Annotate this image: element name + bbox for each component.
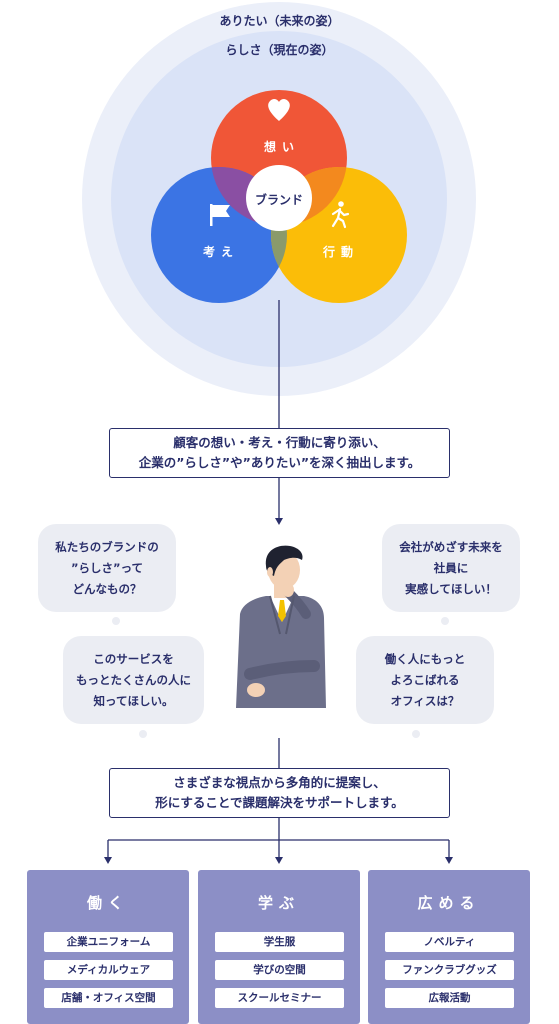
circle-right-label: 行動 bbox=[322, 245, 359, 259]
brand-label: ブランド bbox=[254, 193, 303, 207]
bubble-line: どんなもの？ bbox=[72, 581, 142, 596]
bubble-dot bbox=[441, 617, 449, 625]
step1-message: 顧客の想い・考え・行動に寄り添い、 企業の”らしさ”や”ありたい”を深く抽出しま… bbox=[109, 428, 450, 478]
heart-icon bbox=[268, 99, 290, 121]
bubble-line: 会社がめざす未来を bbox=[399, 539, 503, 554]
bubble-line: 実感してほしい！ bbox=[405, 581, 497, 596]
card-title: 働く bbox=[86, 894, 129, 912]
card-item: メディカルウェア bbox=[44, 960, 173, 980]
bubble-line: オフィスは？ bbox=[390, 693, 460, 708]
outer-ring-label: ありたい（未来の姿） bbox=[219, 14, 340, 28]
bubble-dot bbox=[139, 730, 147, 738]
arrow-down-4 bbox=[445, 857, 453, 864]
thinking-person-illustration bbox=[236, 545, 326, 708]
inner-ring-label: らしさ（現在の姿） bbox=[225, 43, 334, 57]
bubble-line: ”らしさ”って bbox=[70, 560, 144, 575]
arrow-down-2 bbox=[104, 857, 112, 864]
bubble-top-right: 会社がめざす未来を 社員に 実感してほしい！ bbox=[382, 524, 520, 612]
bubble-line: よろこばれる bbox=[390, 672, 460, 687]
card-work: 働く 企業ユニフォーム メディカルウェア 店舗・オフィス空間 bbox=[27, 870, 189, 1024]
venn-diagram bbox=[151, 90, 407, 303]
bubble-line: 私たちのブランドの bbox=[55, 539, 159, 554]
card-item: 店舗・オフィス空間 bbox=[44, 988, 173, 1008]
card-item: スクールセミナー bbox=[215, 988, 344, 1008]
step1-line-1: 顧客の想い・考え・行動に寄り添い、 bbox=[173, 435, 386, 450]
card-item: 学びの空間 bbox=[215, 960, 344, 980]
card-spread: 広める ノベルティ ファンクラブグッズ 広報活動 bbox=[368, 870, 530, 1024]
step2-line-1: さまざまな視点から多角的に提案し、 bbox=[173, 775, 386, 790]
bubble-line: もっとたくさんの人に bbox=[76, 672, 191, 687]
bubble-dot bbox=[412, 730, 420, 738]
card-item: ノベルティ bbox=[385, 932, 514, 952]
card-item: 広報活動 bbox=[385, 988, 514, 1008]
card-item: 企業ユニフォーム bbox=[44, 932, 173, 952]
bubble-bottom-left: このサービスを もっとたくさんの人に 知ってほしい。 bbox=[63, 636, 204, 724]
bubble-line: このサービスを bbox=[93, 651, 174, 666]
circle-left-label: 考え bbox=[202, 245, 239, 259]
step1-line-2: 企業の”らしさ”や”ありたい”を深く抽出します。 bbox=[138, 455, 421, 470]
circle-top-label: 想い bbox=[263, 140, 300, 154]
card-title: 学ぶ bbox=[257, 894, 300, 912]
card-item: 学生服 bbox=[215, 932, 344, 952]
card-learn: 学ぶ 学生服 学びの空間 スクールセミナー bbox=[198, 870, 360, 1024]
bubble-line: 知ってほしい。 bbox=[93, 693, 174, 708]
step2-message: さまざまな視点から多角的に提案し、 形にすることで課題解決をサポートします。 bbox=[109, 768, 450, 818]
bubble-line: 働く人にもっと bbox=[384, 651, 466, 666]
bubble-top-left: 私たちのブランドの ”らしさ”って どんなもの？ bbox=[38, 524, 176, 612]
flag-icon bbox=[210, 204, 230, 226]
card-item: ファンクラブグッズ bbox=[385, 960, 514, 980]
step2-line-2: 形にすることで課題解決をサポートします。 bbox=[155, 795, 404, 810]
brand-center bbox=[246, 165, 312, 231]
card-title: 広める bbox=[417, 894, 481, 912]
walking-person-icon bbox=[331, 201, 350, 229]
arrow-down-1 bbox=[275, 518, 283, 525]
bubble-bottom-right: 働く人にもっと よろこばれる オフィスは？ bbox=[356, 636, 494, 724]
arrow-down-3 bbox=[275, 857, 283, 864]
bubble-dot bbox=[112, 617, 120, 625]
bubble-line: 社員に bbox=[433, 560, 469, 575]
